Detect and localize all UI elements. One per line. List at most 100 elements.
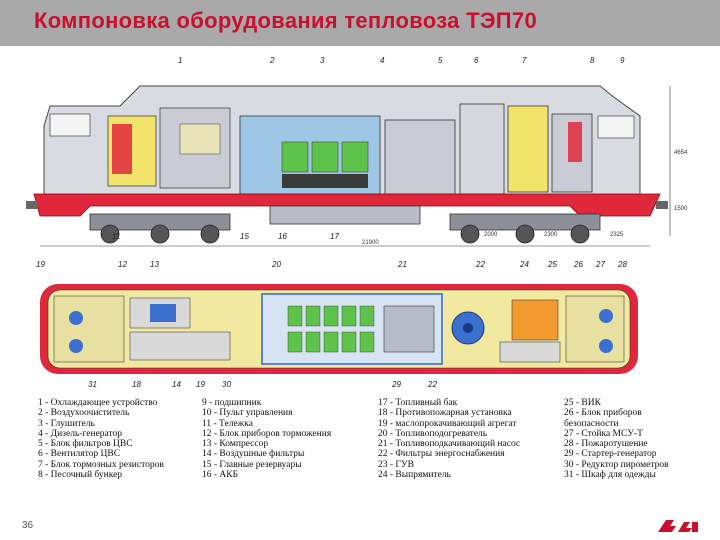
callout: 3: [320, 56, 325, 65]
callout: 27: [596, 260, 605, 269]
legend-item: 10 - Пульт управления: [202, 408, 293, 419]
wheel: [150, 224, 170, 244]
dimension-label: 1500: [674, 206, 688, 212]
plan-seat: [599, 309, 613, 323]
wheel: [460, 224, 480, 244]
cylinder: [305, 331, 321, 353]
legend-item: 13 - Компрессор: [202, 439, 269, 450]
equipment-block-a: [179, 123, 221, 155]
legend-item: 12 - Блок приборов торможения: [202, 428, 332, 439]
legend-item: 11 - Тележка: [202, 418, 253, 429]
coupler-right: [656, 201, 668, 209]
callout: 19: [36, 260, 45, 269]
callout: 2: [270, 56, 275, 65]
callout: 6: [474, 56, 479, 65]
plan-blue-unit: [150, 304, 176, 322]
callout: 7: [522, 56, 527, 65]
cylinder: [341, 331, 357, 353]
legend-item: 2 - Воздухоочиститель: [38, 408, 130, 419]
wheels: [100, 224, 590, 244]
callout: 22: [428, 380, 437, 389]
callout: 13: [150, 260, 159, 269]
cylinder: [305, 305, 321, 327]
engine-green-2: [311, 141, 339, 173]
callout: 24: [520, 260, 529, 269]
legend-item: 16 - АКБ: [202, 470, 239, 481]
legend-item: безопасности: [564, 418, 619, 429]
legend-item: 18 - Противопожарная установка: [378, 408, 512, 419]
callout: 25: [548, 260, 557, 269]
callout: 9: [620, 56, 625, 65]
cab-window-right: [597, 115, 635, 139]
wheel: [570, 224, 590, 244]
cooling-unit-red: [112, 124, 132, 174]
engine-dark-row: [282, 174, 368, 188]
legend-item: 29 - Стартер-генератор: [564, 449, 657, 460]
callout: 17: [330, 232, 339, 241]
callout: 14: [172, 380, 181, 389]
legend-item: 26 - Блок приборов: [564, 408, 642, 419]
callout: 5: [438, 56, 443, 65]
callout: 20: [272, 260, 281, 269]
wheel: [100, 224, 120, 244]
legend-item: 20 - Топливоподогреватель: [378, 428, 488, 439]
legend-item: 14 - Воздушные фильтры: [202, 449, 305, 460]
callout: 11: [112, 232, 121, 241]
legend-column-2: 9 - подшипник 10 - Пульт управления 11 -…: [202, 398, 331, 480]
callout: 18: [132, 380, 141, 389]
header-bar: Компоновка оборудования тепловоза ТЭП70: [0, 0, 720, 46]
generator-block: [384, 119, 456, 195]
legend-column-3: 17 - Топливный бак 18 - Противопожарная …: [378, 398, 520, 480]
dimension-label: 2300: [544, 232, 558, 238]
dimension-label: 2325: [610, 232, 624, 238]
legend-column-4: 25 - ВИК 26 - Блок приборов безопасности…: [564, 398, 669, 480]
side-view-diagram: [26, 85, 671, 247]
cylinder: [323, 331, 339, 353]
page-number: 36: [22, 520, 34, 531]
legend-item: 31 - Шкаф для одежды: [564, 470, 656, 481]
legend-item: 17 - Топливный бак: [378, 398, 458, 408]
legend-item: 8 - Песочный бункер: [38, 470, 123, 481]
callout: 26: [574, 260, 583, 269]
callout: 16: [278, 232, 287, 241]
plan-seat: [69, 339, 83, 353]
plan-equipment-lower: [129, 331, 231, 361]
cylinder: [359, 305, 375, 327]
legend-item: 19 - маслопрокачивающий агрегат: [378, 418, 517, 429]
callout: 12: [118, 260, 127, 269]
plan-rectifier: [511, 299, 559, 341]
callout: 8: [590, 56, 595, 65]
rzd-logo-icon: [658, 520, 698, 532]
dimension-label: 2000: [484, 232, 498, 238]
legend-item: 23 - ГУВ: [378, 459, 414, 470]
callout: 1: [178, 56, 183, 65]
cylinder: [341, 305, 357, 327]
legend-item: 7 - Блок тормозных резисторов: [38, 459, 164, 470]
engine-green-3: [341, 141, 369, 173]
callout: 4: [380, 56, 385, 65]
fuel-tank: [269, 205, 421, 225]
plan-engine-cylinders: [287, 305, 375, 353]
legend-item: 6 - Вентилятор ЦВС: [38, 449, 121, 460]
callout: 28: [618, 260, 627, 269]
fan-block: [459, 103, 505, 195]
brake-resistor-block: [507, 105, 549, 193]
cylinder: [359, 331, 375, 353]
engine-green-1: [281, 141, 309, 173]
legend-item: 3 - Глушитель: [38, 418, 95, 429]
callout: 21: [398, 260, 407, 269]
dimension-label: 4654: [674, 150, 688, 156]
callout: 29: [392, 380, 401, 389]
cylinder: [287, 331, 303, 353]
cab-window-left: [49, 113, 91, 137]
legend-item: 24 - Выпрямитель: [378, 470, 451, 481]
plan-seat: [599, 339, 613, 353]
legend-column-1: 1 - Охлаждающее устройство 2 - Воздухооч…: [38, 398, 164, 480]
legend-item: 15 - Главные резервуары: [202, 459, 302, 470]
cylinder: [323, 305, 339, 327]
plan-cab-right: [565, 295, 625, 363]
plan-cab-left: [53, 295, 125, 363]
cylinder: [287, 305, 303, 327]
legend-item: 28 - Пожаротушение: [564, 439, 648, 450]
callout: 30: [222, 380, 231, 389]
